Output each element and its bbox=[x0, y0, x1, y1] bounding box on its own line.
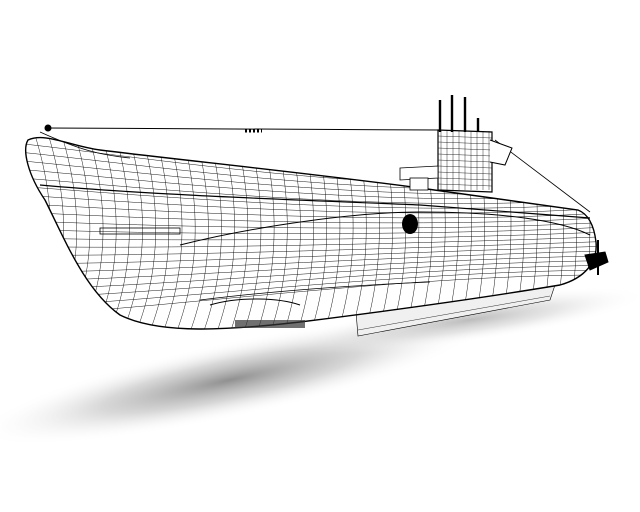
conning-tower bbox=[399, 129, 513, 193]
tower-ring bbox=[437, 189, 493, 193]
tower-ring bbox=[437, 147, 493, 151]
mesh-line bbox=[25, 236, 597, 248]
mesh-line bbox=[25, 177, 597, 204]
periscopes bbox=[438, 95, 480, 132]
tower-ring bbox=[437, 135, 493, 139]
tower-ring bbox=[437, 171, 493, 175]
mesh-line bbox=[25, 231, 597, 241]
mesh-line bbox=[25, 246, 597, 264]
mesh-line bbox=[25, 220, 597, 229]
tower-ring bbox=[437, 183, 493, 187]
shadow bbox=[0, 286, 640, 446]
tower-ring bbox=[437, 165, 493, 169]
tower-ring bbox=[437, 177, 493, 181]
propeller bbox=[584, 240, 609, 275]
tower-ring bbox=[437, 159, 493, 163]
deck bbox=[39, 124, 591, 213]
mesh-line bbox=[25, 241, 597, 256]
mesh-line bbox=[25, 227, 597, 234]
tower-ring bbox=[437, 153, 493, 157]
tower-ring bbox=[437, 141, 493, 145]
mesh-line bbox=[25, 211, 597, 224]
mesh-line bbox=[25, 186, 597, 209]
